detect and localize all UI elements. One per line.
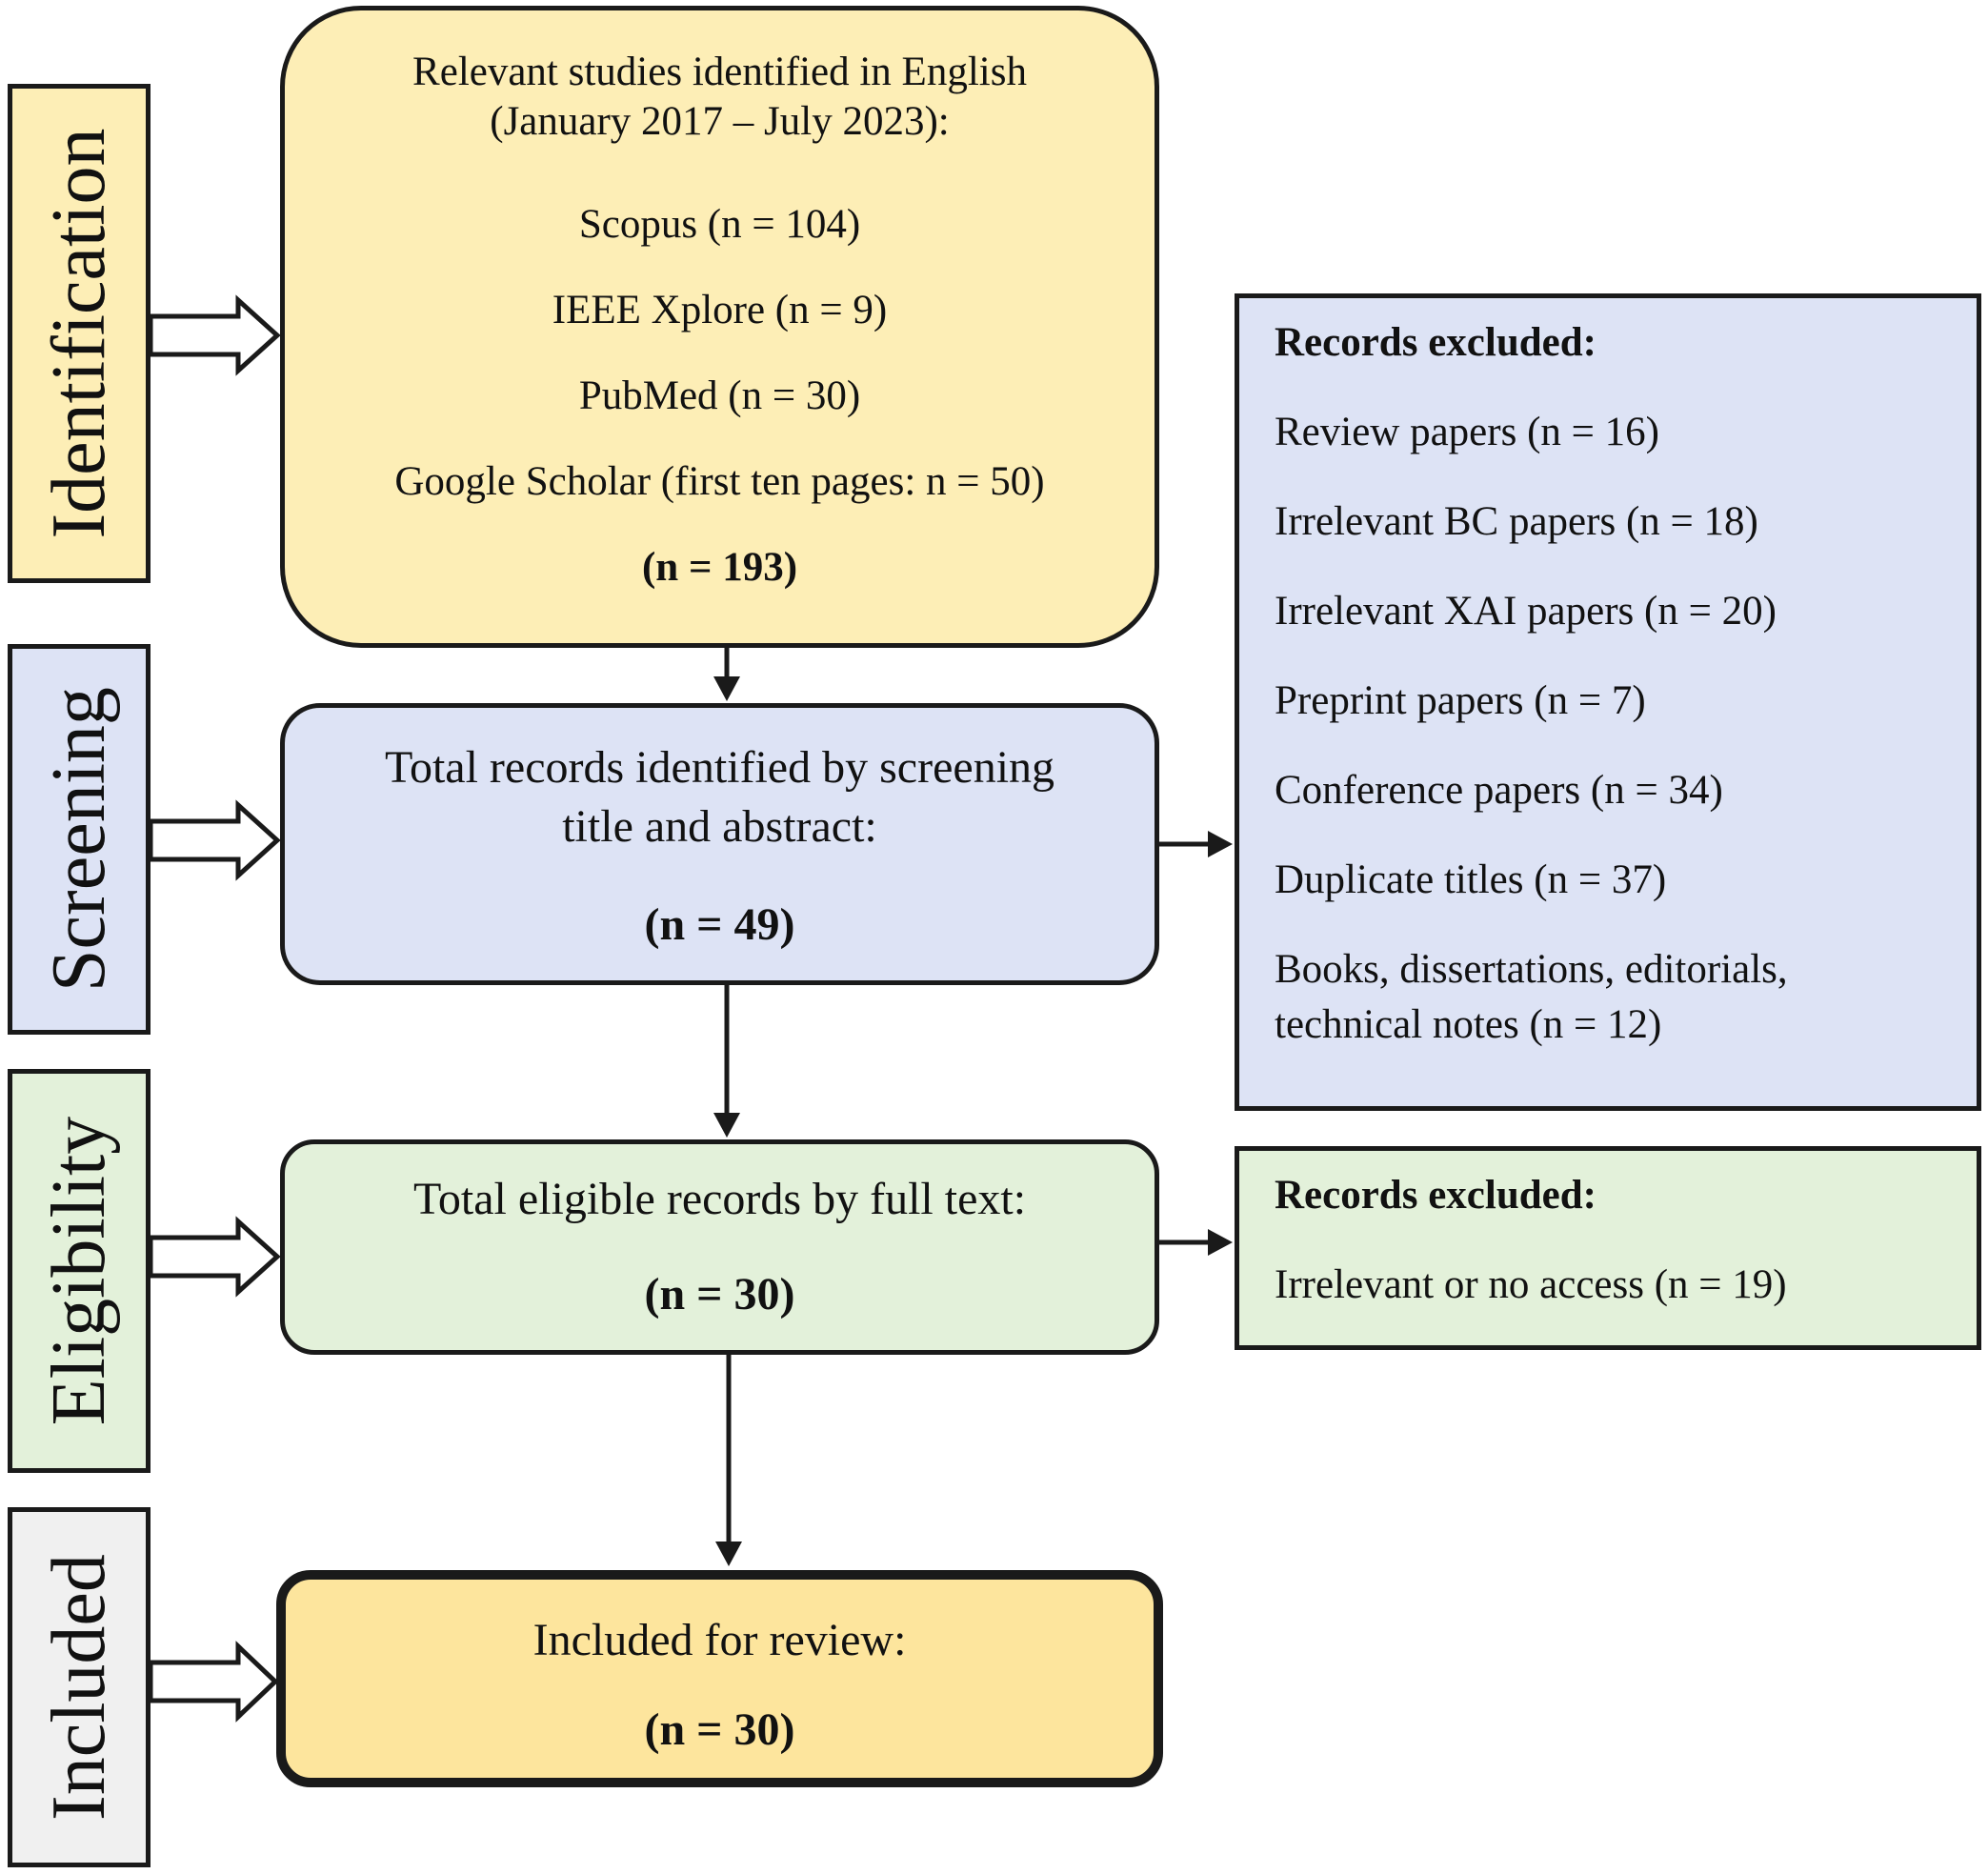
source-pubmed: PubMed (n = 30) (578, 373, 861, 418)
stage-identification-text: Identification (37, 128, 121, 539)
block-arrow-included (148, 1641, 279, 1723)
exclusion-books-line1: Books, dissertations, editorials, (1275, 947, 1788, 992)
identification-heading-line2: (January 2017 – July 2023): (490, 99, 950, 144)
eligibility-exclusions-box: Records excluded: Irrelevant or no acces… (1235, 1146, 1981, 1350)
stage-label-screening: Screening (8, 644, 151, 1035)
exclusion-duplicates: Duplicate titles (n = 37) (1275, 857, 1667, 902)
source-scopus: Scopus (n = 104) (578, 202, 861, 247)
source-ieee-xplore: IEEE Xplore (n = 9) (552, 288, 888, 332)
screening-total: (n = 49) (644, 899, 795, 950)
identification-heading-line1: Relevant studies identified in English (412, 50, 1027, 94)
block-arrow-screening (148, 799, 281, 881)
screening-line2: title and abstract: (562, 801, 877, 852)
stage-included-text: Included (37, 1554, 121, 1821)
flow-arrow-screening-to-eligibility (713, 985, 740, 1138)
screening-exclusions-title: Records excluded: (1275, 320, 1596, 365)
included-box: Included for review: (n = 30) (276, 1570, 1163, 1787)
included-line1: Included for review: (532, 1615, 907, 1665)
exclusion-books-line2: technical notes (n = 12) (1275, 1002, 1662, 1047)
exclusion-irrelevant-xai: Irrelevant XAI papers (n = 20) (1275, 589, 1777, 634)
screening-exclusions-box: Records excluded: Review papers (n = 16)… (1235, 293, 1981, 1111)
exclusion-conference: Conference papers (n = 34) (1275, 768, 1723, 813)
block-arrow-eligibility (148, 1216, 281, 1298)
stage-label-eligibility: Eligibility (8, 1069, 151, 1473)
block-arrow-identification (148, 294, 281, 376)
stage-eligibility-text: Eligibility (37, 1116, 121, 1426)
flow-arrow-identification-to-screening (713, 648, 740, 701)
eligibility-box: Total eligible records by full text: (n … (280, 1139, 1159, 1355)
identification-box: Relevant studies identified in English (… (280, 6, 1159, 648)
source-google-scholar: Google Scholar (first ten pages: n = 50) (394, 459, 1045, 504)
flow-arrow-eligibility-to-included (715, 1355, 742, 1566)
screening-box: Total records identified by screening ti… (280, 703, 1159, 985)
identification-total: (n = 193) (641, 545, 798, 590)
stage-screening-text: Screening (37, 687, 121, 992)
included-total: (n = 30) (644, 1704, 795, 1755)
stage-label-included: Included (8, 1507, 151, 1867)
exclusion-irrelevant-bc: Irrelevant BC papers (n = 18) (1275, 499, 1758, 544)
exclusion-arrow-screening (1159, 831, 1233, 857)
eligibility-line1: Total eligible records by full text: (412, 1174, 1027, 1224)
eligibility-total: (n = 30) (644, 1269, 795, 1320)
exclusion-preprint: Preprint papers (n = 7) (1275, 678, 1646, 723)
eligibility-exclusions-title: Records excluded: (1275, 1173, 1596, 1218)
exclusion-review-papers: Review papers (n = 16) (1275, 410, 1659, 454)
exclusion-irrelevant-no-access: Irrelevant or no access (n = 19) (1275, 1262, 1787, 1307)
screening-line1: Total records identified by screening (384, 742, 1055, 793)
exclusion-arrow-eligibility (1159, 1229, 1233, 1256)
stage-label-identification: Identification (8, 84, 151, 583)
